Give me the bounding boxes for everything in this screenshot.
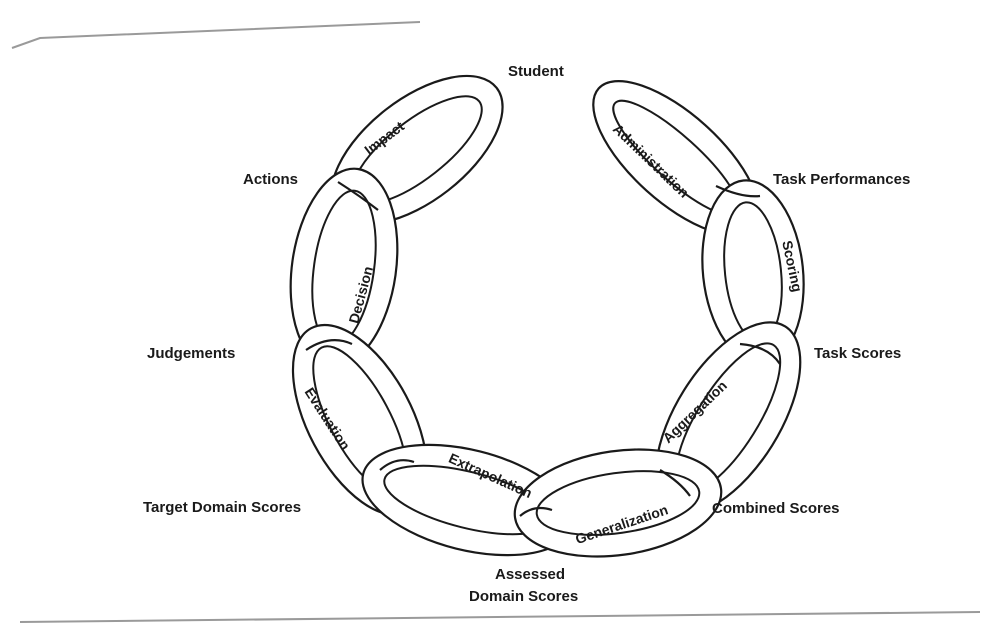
node-label-combined-scores: Combined Scores [712, 500, 840, 518]
scan-edge-bottom [20, 612, 980, 622]
node-label-domain-scores: Domain Scores [469, 588, 578, 606]
node-label-target-domain-scores: Target Domain Scores [143, 499, 301, 517]
node-label-assessed: Assessed [495, 566, 565, 584]
node-label-judgements: Judgements [147, 345, 235, 363]
scan-edge-top [12, 22, 420, 48]
node-label-task-scores: Task Scores [814, 345, 901, 363]
node-label-actions: Actions [243, 171, 298, 189]
node-label-task-performances: Task Performances [773, 171, 910, 189]
node-label-student: Student [508, 63, 564, 81]
